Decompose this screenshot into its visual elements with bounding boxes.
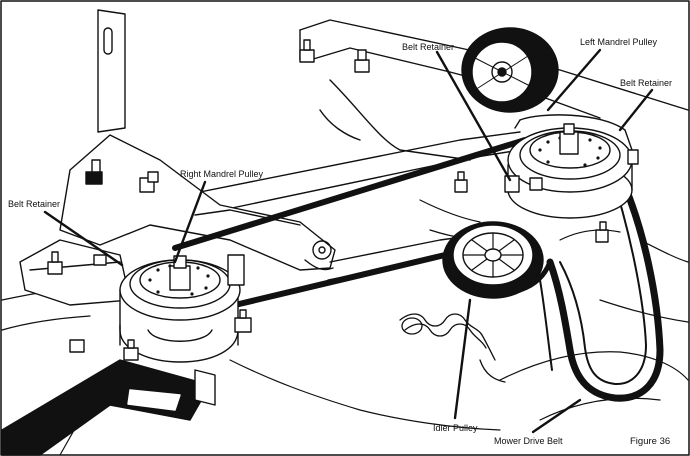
- leader-idler-pulley: [453, 298, 472, 420]
- leader-mower-drive-belt: [531, 398, 582, 434]
- label-belt-retainer-top: Belt Retainer: [402, 42, 455, 52]
- leader-belt-retainer-right: [618, 88, 654, 132]
- leader-belt-retainer-left: [43, 210, 124, 267]
- label-mower-drive-belt: Mower Drive Belt: [494, 436, 563, 446]
- label-left-mandrel-pulley: Left Mandrel Pulley: [580, 37, 658, 47]
- leader-left-mandrel-pulley: [546, 48, 602, 112]
- left-mandrel-pulley: [504, 114, 639, 219]
- label-belt-retainer-right: Belt Retainer: [620, 78, 673, 88]
- mower-drive-belt: [172, 137, 664, 402]
- leader-right-mandrel-pulley: [173, 180, 207, 264]
- bolt-hardware: [47, 39, 609, 361]
- leader-belt-retainer-top: [435, 50, 512, 182]
- right-mandrel-pulley: [119, 254, 245, 363]
- idler-pulley: [442, 221, 544, 299]
- lift-arm: [1, 359, 216, 456]
- label-idler-pulley: Idler Pulley: [433, 423, 478, 433]
- figure-caption: Figure 36: [630, 436, 671, 447]
- label-belt-retainer-left: Belt Retainer: [8, 199, 61, 209]
- leader-lines: [43, 48, 654, 434]
- tension-spring: [399, 313, 506, 383]
- deck-wheel: [461, 27, 559, 113]
- label-right-mandrel-pulley: Right Mandrel Pulley: [180, 169, 264, 179]
